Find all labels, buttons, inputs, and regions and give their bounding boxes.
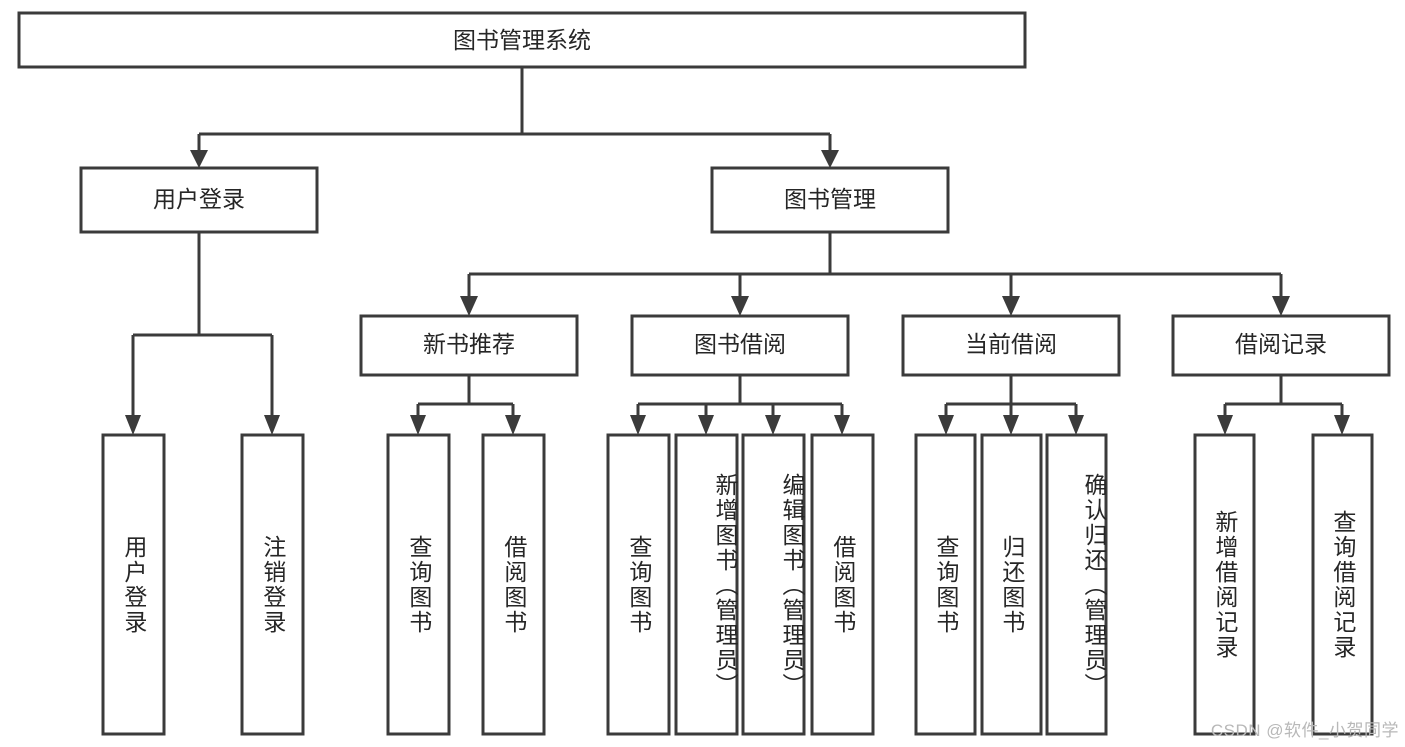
arrow-head-leaf-logout	[264, 415, 280, 435]
leaf-box-return-book[interactable]	[980, 433, 1043, 736]
arrow-head-new-book	[460, 296, 478, 316]
node-new-book-recommend-label: 新书推荐	[423, 331, 515, 357]
node-current-borrow-box[interactable]	[901, 314, 1121, 377]
leaf-box-borrow-book[interactable]	[810, 433, 875, 736]
arrow-head-leaf-add-record	[1217, 415, 1233, 435]
arrow-head-current-borrow	[1002, 296, 1020, 316]
node-user-login[interactable]: 用户登录	[79, 166, 319, 234]
leaf-box-confirm-return[interactable]	[1045, 433, 1108, 736]
arrow-head-leaf-edit-book	[765, 415, 781, 435]
arrow-head-leaf-query-book-3	[938, 415, 954, 435]
node-user-login-label: 用户登录	[153, 186, 245, 212]
node-layer: 图书管理系统 用户登录 图书管理 新书推荐 图书借阅 当前	[17, 11, 1391, 736]
watermark-text: CSDN @软件_小贺同学	[1210, 721, 1399, 740]
leaf-box-borrow-book-recommend[interactable]	[481, 433, 546, 736]
arrow-head-leaf-borrow-book-1	[505, 415, 521, 435]
arrow-head-leaf-query-book-2	[630, 415, 646, 435]
node-borrow-record[interactable]: 借阅记录	[1171, 314, 1391, 377]
leaf-box-query-book-recommend[interactable]	[386, 433, 451, 736]
leaf-box-query-borrow-record[interactable]	[1311, 433, 1374, 736]
leaf-box-query-book-borrow[interactable]	[606, 433, 671, 736]
arrow-head-book-borrow	[731, 296, 749, 316]
node-user-login-box[interactable]	[79, 166, 319, 234]
arrow-head-book-mgmt	[821, 150, 839, 168]
arrow-head-leaf-user-login	[125, 415, 141, 435]
arrow-head-leaf-query-book-1	[410, 415, 426, 435]
node-book-borrow[interactable]: 图书借阅	[630, 314, 850, 377]
arrow-head-borrow-record	[1272, 296, 1290, 316]
node-book-management[interactable]: 图书管理	[710, 166, 950, 234]
node-new-book-recommend[interactable]: 新书推荐	[359, 314, 579, 377]
node-book-borrow-label: 图书借阅	[694, 331, 786, 357]
arrow-head-leaf-confirm-return	[1068, 415, 1084, 435]
arrow-head-leaf-return-book	[1003, 415, 1019, 435]
leaf-box-edit-book[interactable]	[741, 433, 806, 736]
leaf-box-query-book-current[interactable]	[914, 433, 977, 736]
node-root-label: 图书管理系统	[453, 27, 591, 53]
arrow-head-leaf-add-book	[698, 415, 714, 435]
node-new-book-recommend-box[interactable]	[359, 314, 579, 377]
node-book-borrow-box[interactable]	[630, 314, 850, 377]
node-borrow-record-label: 借阅记录	[1235, 331, 1327, 357]
node-book-management-label: 图书管理	[784, 186, 876, 212]
node-current-borrow-label: 当前借阅	[965, 331, 1057, 357]
leaf-box-logout[interactable]	[240, 433, 305, 736]
node-borrow-record-box[interactable]	[1171, 314, 1391, 377]
leaf-box-user-login[interactable]	[101, 433, 166, 736]
leaf-box-add-borrow-record[interactable]	[1193, 433, 1256, 736]
arrow-head-leaf-query-record	[1334, 415, 1350, 435]
node-root[interactable]: 图书管理系统	[17, 11, 1027, 69]
node-current-borrow[interactable]: 当前借阅	[901, 314, 1121, 377]
leaf-box-add-book[interactable]	[674, 433, 739, 736]
connector-layer	[125, 67, 1350, 435]
node-root-box[interactable]	[17, 11, 1027, 69]
arrow-head-user-login	[190, 150, 208, 168]
arrow-head-leaf-borrow-book-2	[834, 415, 850, 435]
node-book-management-box[interactable]	[710, 166, 950, 234]
